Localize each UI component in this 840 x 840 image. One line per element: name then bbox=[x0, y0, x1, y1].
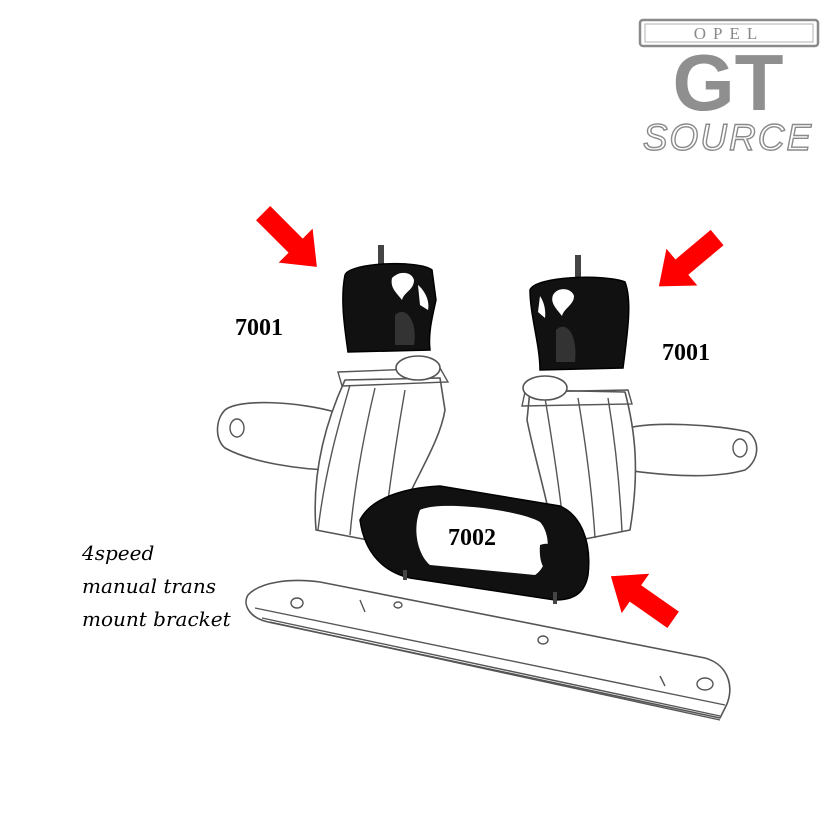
logo-tagline-text: SOURCE bbox=[643, 117, 813, 158]
logo-brand-text: OPEL bbox=[694, 24, 765, 43]
annotation-line-1: 4speed bbox=[81, 541, 154, 565]
logo-badge-frame bbox=[638, 18, 820, 48]
right-mount-part-number: 7001 bbox=[662, 340, 710, 366]
left-mount-stud-base bbox=[395, 355, 441, 381]
left-mount-part-number: 7001 bbox=[235, 315, 283, 341]
arrow-transmission-mount bbox=[610, 573, 679, 628]
bracket-annotation: 4speed manual trans mount bracket bbox=[81, 541, 232, 631]
brand-logo: OPEL GT SOURCE bbox=[638, 18, 820, 159]
left-engine-mount bbox=[342, 245, 437, 353]
left-engine-bracket bbox=[216, 355, 450, 546]
annotation-line-2: manual trans bbox=[82, 574, 216, 598]
left-mount-stud bbox=[378, 245, 384, 267]
annotation-line-3: mount bracket bbox=[82, 607, 232, 631]
right-mount-stud-base bbox=[522, 375, 568, 401]
right-mount-stud bbox=[575, 255, 581, 277]
transmission-crossmember bbox=[245, 579, 731, 721]
right-engine-mount bbox=[529, 255, 630, 371]
arrow-left-mount bbox=[256, 206, 317, 267]
transmission-mount bbox=[359, 485, 590, 604]
logo-model-text: GT bbox=[672, 38, 783, 127]
transmission-mount-part-number: 7002 bbox=[448, 525, 496, 551]
arrow-right-mount bbox=[658, 229, 724, 287]
